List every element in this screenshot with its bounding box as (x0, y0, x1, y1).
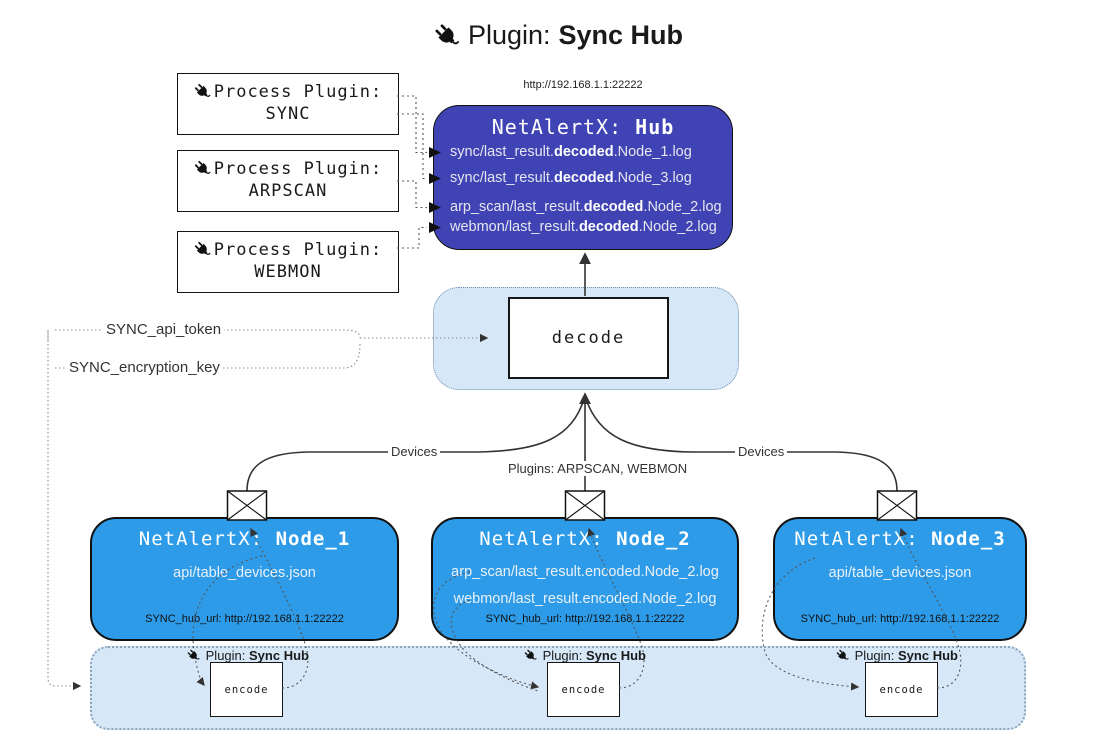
webmon-to-hub-line (397, 226, 427, 249)
plug-icon (194, 83, 211, 100)
sync-to-hub-line-2 (397, 113, 427, 180)
process-plugin-label: Process Plugin: (213, 240, 383, 260)
process-plugin-sync: Process Plugin: SYNC (177, 73, 399, 135)
node-title: NetAlertX: Node_2 (479, 528, 691, 550)
plug-icon (524, 649, 537, 662)
plug-icon (836, 649, 849, 662)
node-hub-url: SYNC_hub_url: http://192.168.1.1:22222 (485, 613, 685, 625)
process-plugin-label: Process Plugin: (213, 82, 383, 102)
secrets-to-band-arrow (47, 332, 82, 691)
node-1: NetAlertX: Node_1 api/table_devices.json… (90, 517, 399, 641)
devices-right-label: Devices (735, 444, 788, 459)
node-2: NetAlertX: Node_2 arp_scan/last_result.e… (431, 517, 739, 641)
process-plugin-label: Process Plugin: (213, 159, 383, 179)
encoder-label-1: Plugin: Sync Hub (168, 648, 328, 663)
encode-box-1: encode (210, 662, 283, 717)
envelope-icon-node2 (564, 490, 606, 521)
node-title: NetAlertX: Node_3 (794, 528, 1006, 550)
node-3: NetAlertX: Node_3 api/table_devices.json… (773, 517, 1027, 641)
plug-icon (194, 241, 211, 258)
encoder-label-2: Plugin: Sync Hub (505, 648, 665, 663)
hub-title-label: NetAlertX: (491, 115, 623, 139)
plug-icon (194, 160, 211, 177)
hub-log-line: sync/last_result.decoded.Node_3.log (450, 170, 692, 186)
envelope-icons (226, 490, 918, 521)
plug-icon (187, 649, 200, 662)
page-title: Plugin: Sync Hub (0, 20, 1117, 51)
encode-box-3: encode (865, 662, 938, 717)
hub-url: http://192.168.1.1:22222 (523, 79, 643, 91)
plug-icon (434, 23, 460, 49)
hub-log-line: webmon/last_result.decoded.Node_2.log (450, 219, 717, 235)
sync-encryption-key-label: SYNC_encryption_key (66, 359, 223, 376)
envelope-icon-node3 (876, 490, 918, 521)
node-file-line: webmon/last_result.encoded.Node_2.log (453, 591, 717, 607)
node-file-line: api/table_devices.json (828, 565, 972, 581)
plugins-center-label: Plugins: ARPSCAN, WEBMON (505, 461, 691, 476)
sync-to-hub-line-1 (397, 95, 427, 154)
hub-node: NetAlertX: Hub sync/last_result.decoded.… (433, 105, 733, 250)
encoder-label-3: Plugin: Sync Hub (817, 648, 977, 663)
node-file-line: arp_scan/last_result.encoded.Node_2.log (451, 564, 719, 580)
title-name: Sync Hub (558, 20, 684, 50)
process-plugin-webmon: Process Plugin: WEBMON (177, 231, 399, 293)
title-label: Plugin: (467, 20, 551, 50)
hub-log-line: sync/last_result.decoded.Node_1.log (450, 144, 692, 160)
process-plugin-name: WEBMON (254, 262, 322, 282)
hub-log-line: arp_scan/last_result.decoded.Node_2.log (450, 199, 722, 215)
hub-title-name: Hub (635, 115, 675, 139)
node-title: NetAlertX: Node_1 (138, 528, 351, 550)
process-plugin-arpscan: Process Plugin: ARPSCAN (177, 150, 399, 212)
arpscan-to-hub-line (397, 180, 427, 209)
decode-box: decode (508, 297, 669, 379)
sync-api-token-label: SYNC_api_token (103, 321, 225, 338)
node-file-line: api/table_devices.json (173, 565, 316, 581)
process-plugin-name: SYNC (265, 104, 311, 124)
envelope-icon-node1 (226, 490, 268, 521)
node-hub-url: SYNC_hub_url: http://192.168.1.1:22222 (145, 613, 344, 625)
devices-left-label: Devices (388, 444, 441, 459)
hub-title: NetAlertX: Hub (434, 115, 732, 139)
node-hub-url: SYNC_hub_url: http://192.168.1.1:22222 (800, 613, 1000, 625)
encode-box-2: encode (547, 662, 620, 717)
process-plugin-name: ARPSCAN (248, 181, 328, 201)
